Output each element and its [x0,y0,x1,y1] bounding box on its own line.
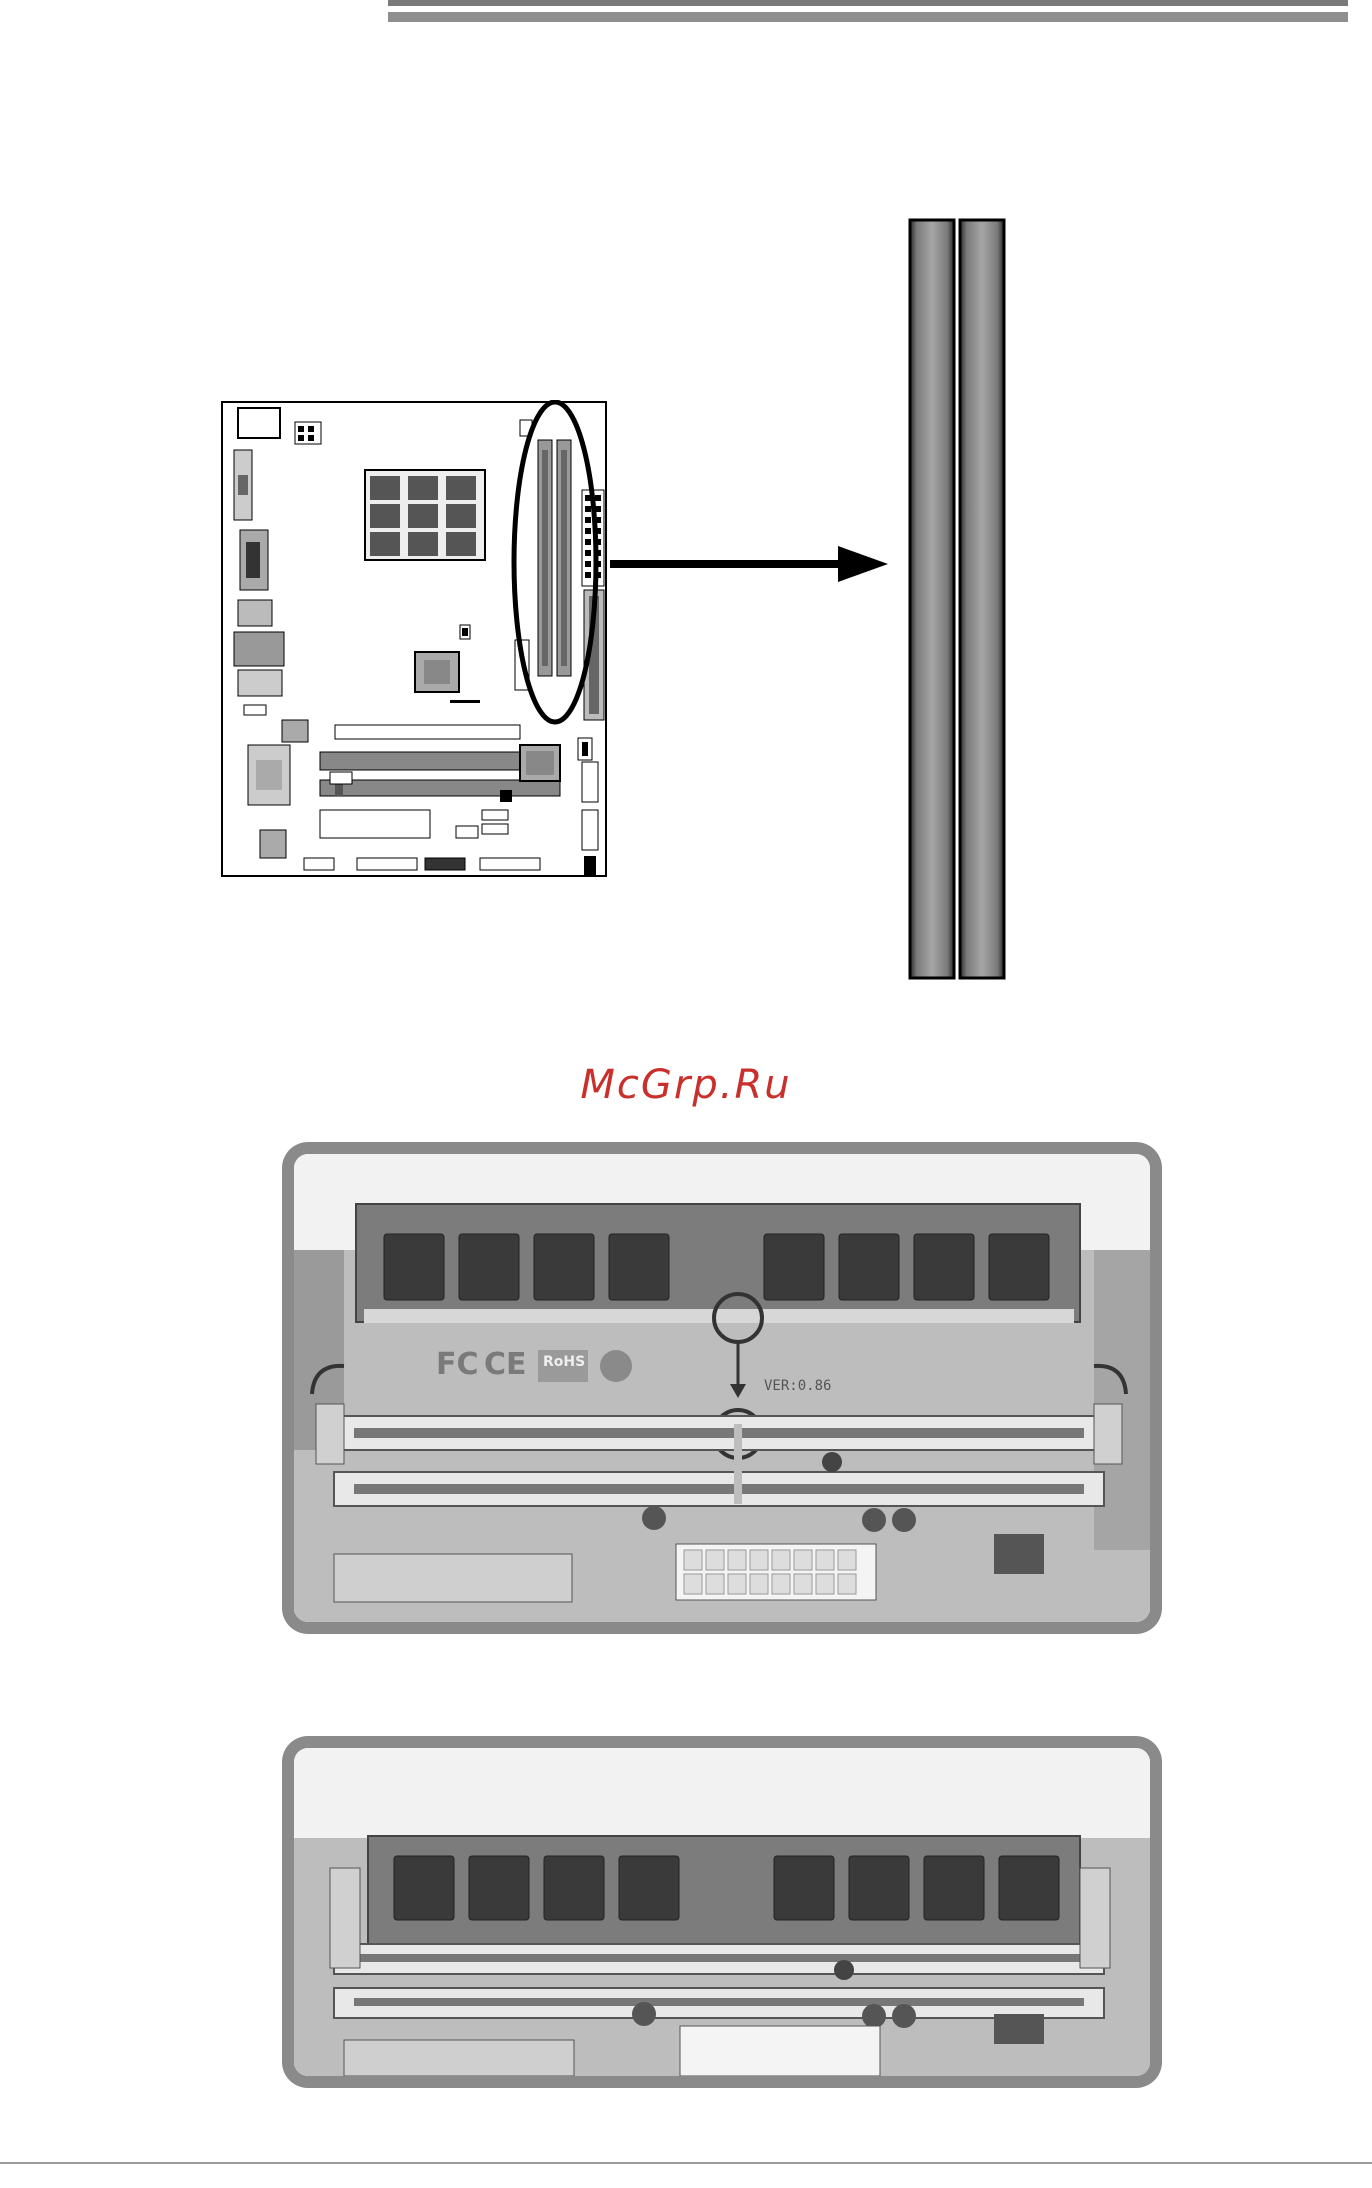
photo-frame-seated [282,1736,1162,2088]
memory-insert-photo: FC CE RoHS VER:0.86 [294,1154,1150,1622]
memory-seated-photo [294,1748,1150,2076]
motherboard-layout-diagram [220,400,610,890]
header-rule-thick [388,12,1348,22]
svg-text:FC: FC [436,1347,479,1382]
callout-arrow-icon [610,542,890,586]
enlarged-dimm-slots [908,218,1008,983]
watermark-text: McGrp.Ru [0,1062,1372,1108]
footer-rule [0,2162,1372,2164]
svg-text:CE: CE [484,1347,527,1382]
header-rule [388,0,1348,6]
photo-frame-insert: FC CE RoHS VER:0.86 [282,1142,1162,1634]
svg-text:VER:0.86: VER:0.86 [764,1378,831,1394]
svg-text:RoHS: RoHS [543,1354,585,1370]
